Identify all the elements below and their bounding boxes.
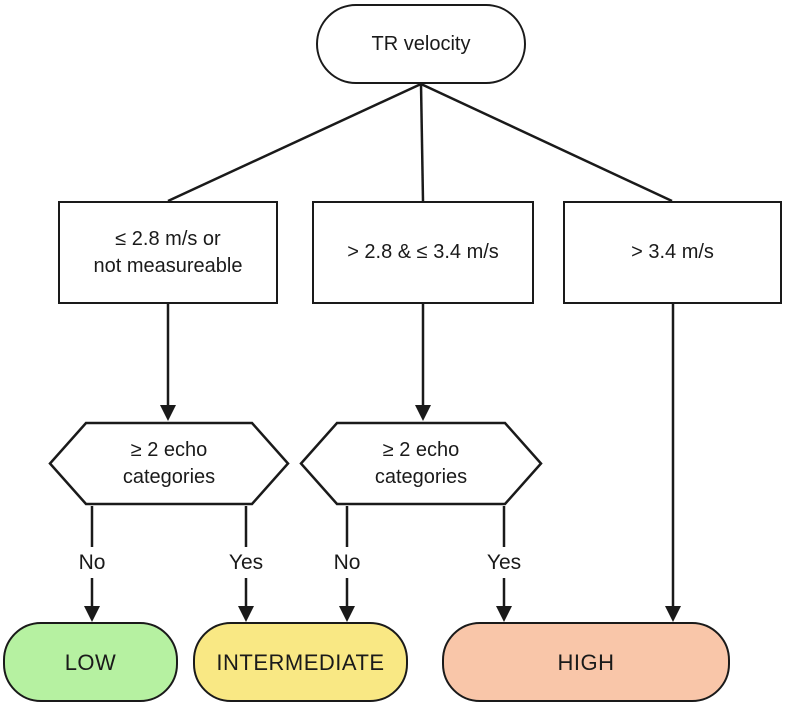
edge-root-to-cond-low: [167, 82, 422, 203]
node-condition-mid-velocity-label: > 2.8 & ≤ 3.4 m/s: [347, 241, 499, 263]
node-outcome-low-label: LOW: [64, 649, 117, 675]
edge-root-to-cond-mid: [419, 83, 425, 202]
edge-echo2-no-to-intermediate: [339, 506, 355, 622]
node-outcome-high-label: HIGH: [557, 649, 615, 675]
edge-cond-low-to-echo1: [160, 304, 176, 421]
node-outcome-high: HIGH: [442, 622, 730, 702]
edge-label-echo1-yes: Yes: [214, 548, 278, 578]
node-decision-echo1-label: ≥ 2 echo categories: [122, 438, 216, 488]
node-condition-high-velocity: > 3.4 m/s: [563, 201, 782, 304]
arrowhead: [496, 606, 512, 622]
node-outcome-low: LOW: [3, 622, 178, 702]
edge-echo2-yes-to-high: [496, 506, 512, 622]
edge-label-echo2-yes: Yes: [472, 548, 536, 578]
node-tr-velocity: TR velocity: [316, 4, 526, 84]
node-condition-mid-velocity: > 2.8 & ≤ 3.4 m/s: [312, 201, 534, 304]
edge-echo1-yes-to-intermediate: [238, 506, 254, 622]
arrowhead: [415, 405, 431, 421]
hexagon-shape: [299, 421, 543, 506]
node-decision-echo2: ≥ 2 echo categories: [299, 421, 543, 506]
node-outcome-intermediate-label: INTERMEDIATE: [216, 649, 385, 675]
node-condition-low-velocity-label: ≤ 2.8 m/s or not measureable: [93, 227, 243, 277]
edge-root-to-cond-high: [420, 82, 673, 203]
arrowhead: [339, 606, 355, 622]
edge-cond-mid-to-echo2: [415, 304, 431, 421]
node-condition-high-velocity-label: > 3.4 m/s: [631, 241, 714, 263]
node-tr-velocity-label: TR velocity: [371, 32, 471, 55]
node-decision-echo2-label: ≥ 2 echo categories: [374, 438, 468, 488]
arrowhead: [84, 606, 100, 622]
arrowhead: [238, 606, 254, 622]
node-condition-low-velocity: ≤ 2.8 m/s or not measureable: [58, 201, 278, 304]
edge-cond-high-to-high: [665, 304, 681, 622]
arrowhead: [160, 405, 176, 421]
arrowhead: [665, 606, 681, 622]
edge-label-echo2-no: No: [315, 548, 379, 578]
node-decision-echo1: ≥ 2 echo categories: [48, 421, 290, 506]
edge-echo1-no-to-low: [84, 506, 100, 622]
hexagon-shape: [48, 421, 290, 506]
node-outcome-intermediate: INTERMEDIATE: [193, 622, 408, 702]
edge-label-echo1-no: No: [60, 548, 124, 578]
